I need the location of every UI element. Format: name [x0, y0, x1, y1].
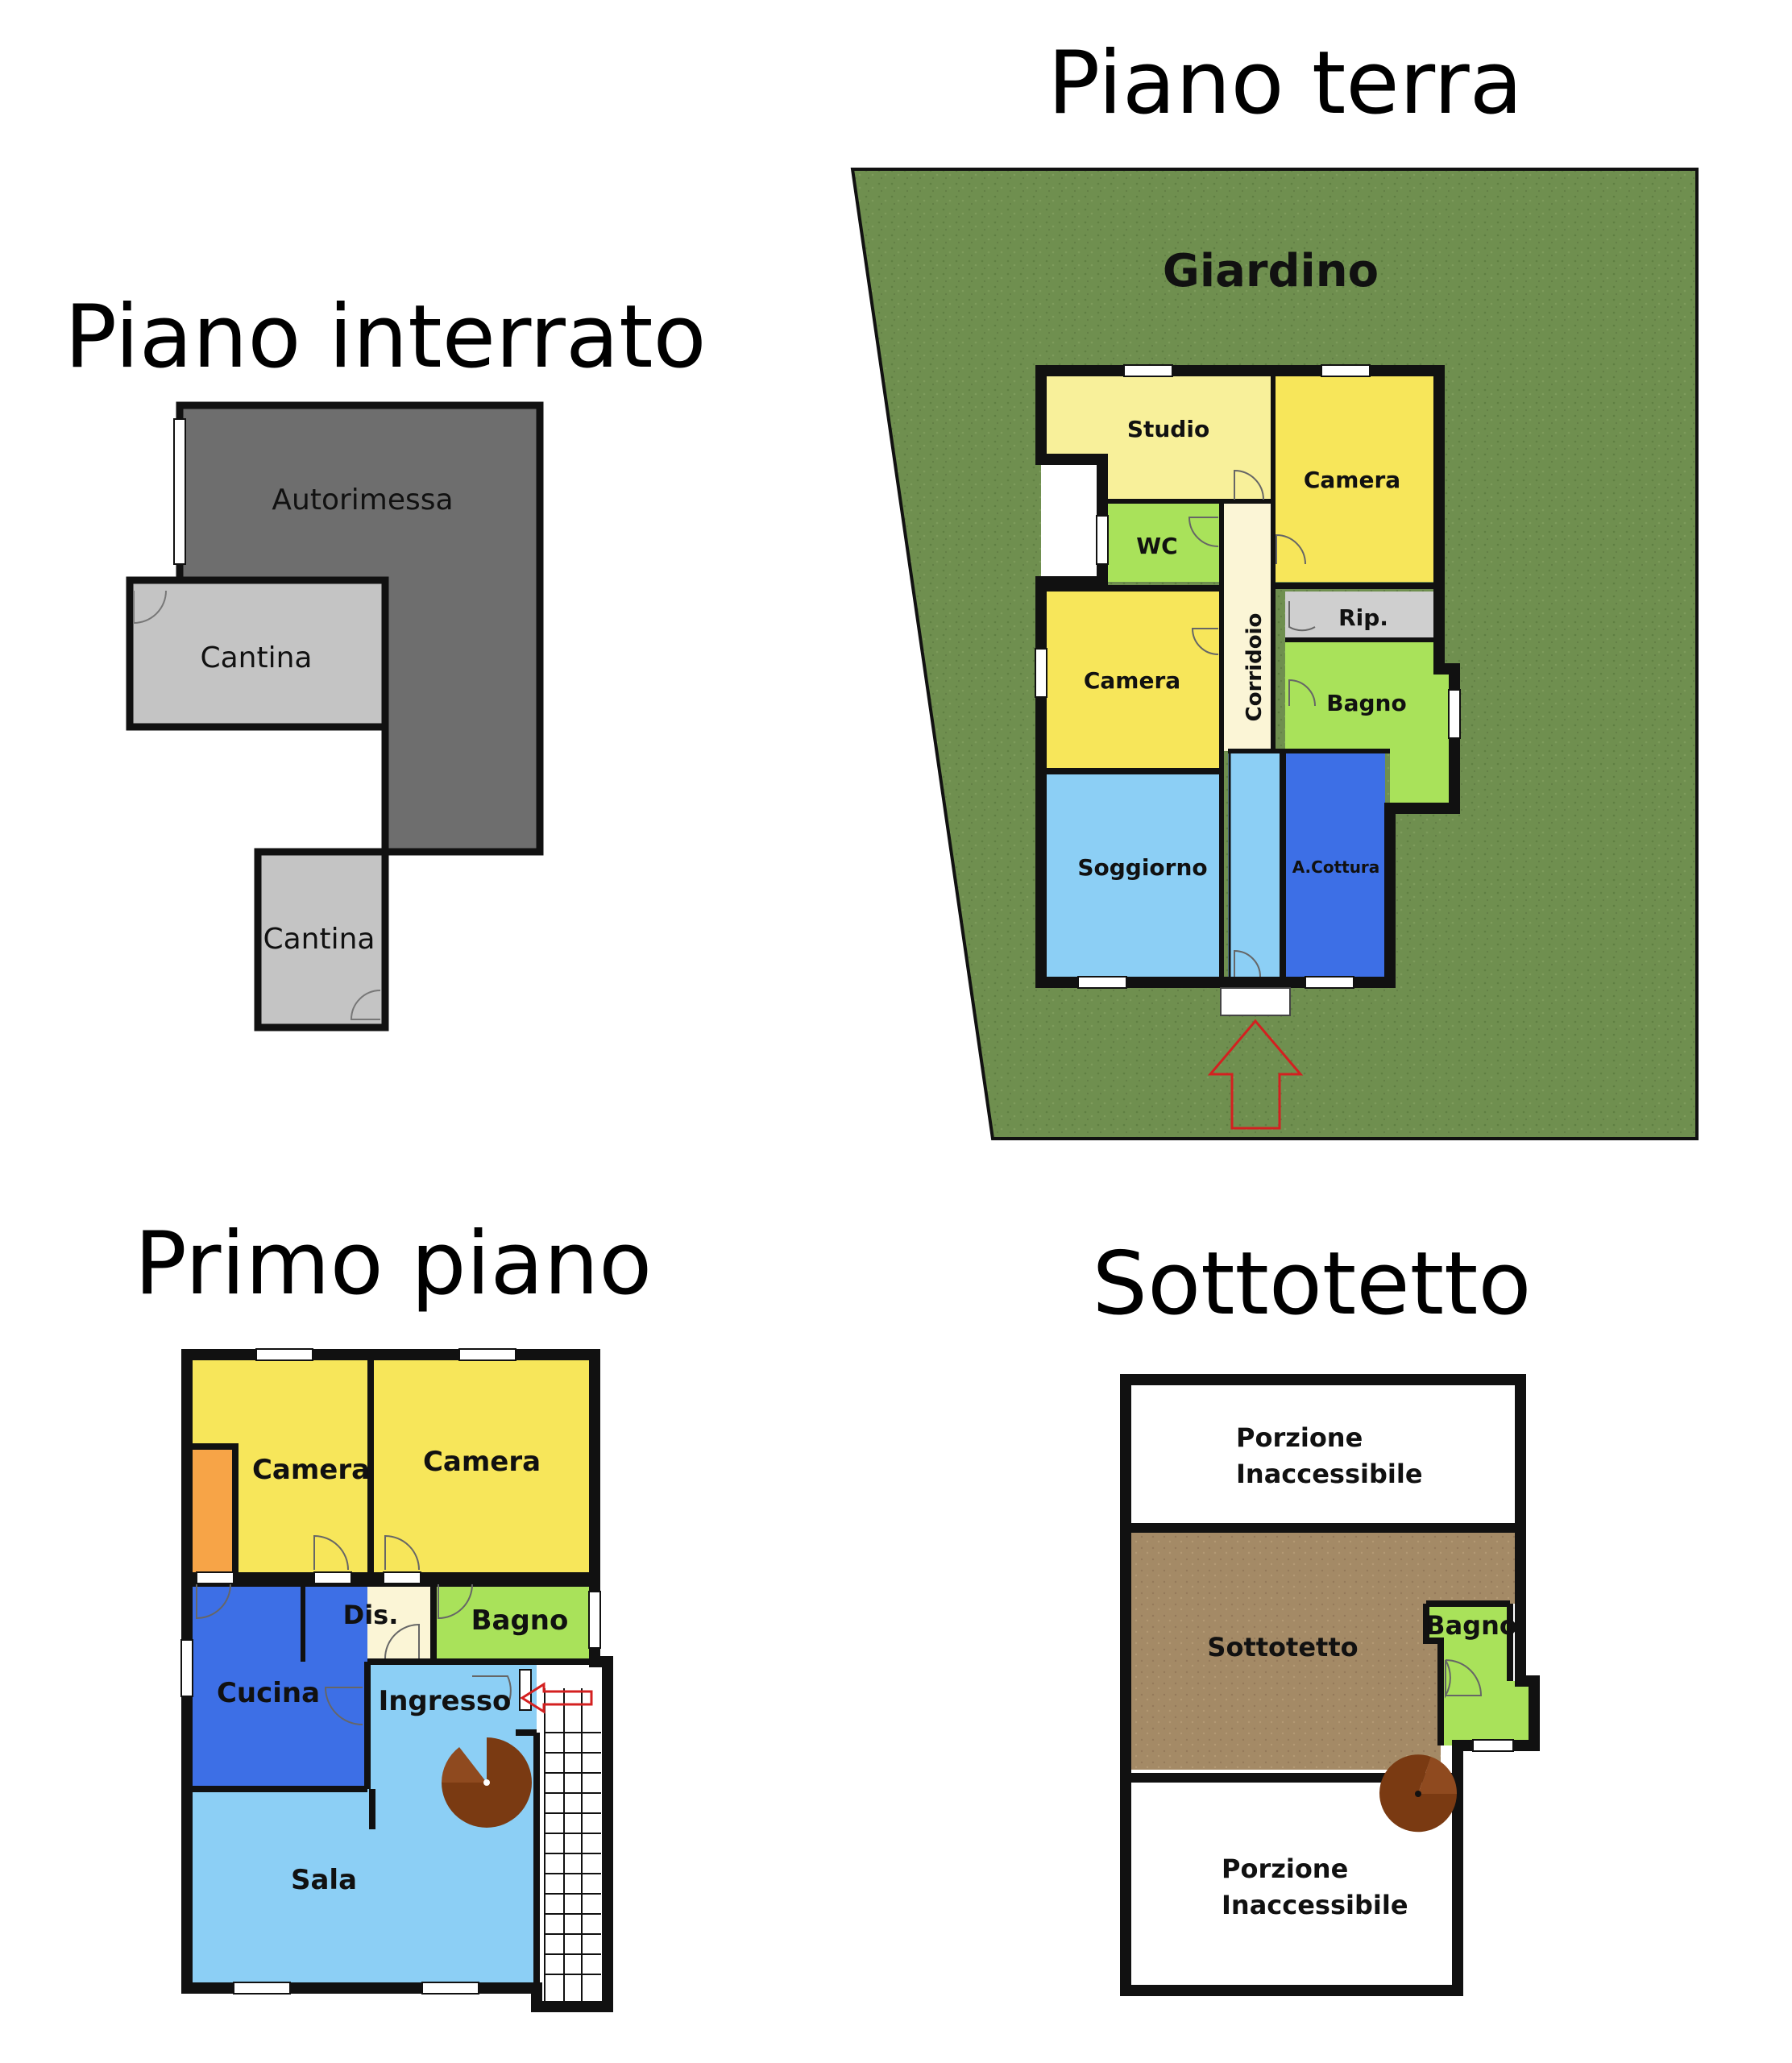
doors-terra: [1188, 469, 1316, 978]
door-arc-bagno-sottotetto: [1445, 1659, 1483, 1696]
room-label-cottura: A.Cottura: [1292, 857, 1380, 877]
room-label-sala: Sala: [291, 1864, 357, 1896]
room-label-porzione-top-1: Porzione: [1236, 1422, 1363, 1453]
windows-sottotetto: [1472, 1739, 1514, 1752]
room-soggiorno: [1041, 771, 1222, 982]
room-corridoio: [1222, 501, 1273, 751]
exterior-notch: [1041, 459, 1102, 582]
room-porzione-top: [1126, 1380, 1520, 1528]
room-cottura: [1285, 751, 1385, 982]
room-label-corridoio: Corridoio: [1242, 613, 1267, 722]
room-label-studio: Studio: [1127, 416, 1209, 442]
room-label-autorimessa: Autorimessa: [272, 484, 453, 517]
room-ingresso-terra: [1228, 751, 1280, 982]
doors-primo: [196, 1534, 512, 1725]
floor-sottotetto: Sottotetto Porzione Inaccessibile Sottot…: [1093, 1234, 1540, 1996]
room-camera-2: [1041, 588, 1222, 771]
walls-sottotetto: [1120, 1374, 1540, 1996]
room-label-soggiorno: Soggiorno: [1077, 854, 1207, 881]
door-cantina-2: [350, 990, 381, 1020]
room-label-cantina-1: Cantina: [200, 641, 312, 675]
room-label-bagno-primo: Bagno: [471, 1604, 569, 1637]
entry-step-terra: [1220, 987, 1291, 1016]
room-label-camera-1: Camera: [1304, 467, 1400, 493]
room-label-wc: WC: [1136, 533, 1177, 559]
room-label-dis: Dis.: [343, 1600, 399, 1630]
room-bagno-primo: [433, 1581, 595, 1662]
room-label-cucina: Cucina: [217, 1677, 320, 1709]
floor-terra: Piano terra Giardino: [850, 33, 1699, 1140]
room-label-giardino: Giardino: [1163, 245, 1379, 297]
room-label-cantina-2: Cantina: [263, 923, 375, 956]
room-label-sottotetto: Sottotetto: [1207, 1632, 1358, 1662]
entry-arrow-terra: [1207, 1019, 1304, 1130]
room-label-ingresso-primo: Ingresso: [379, 1685, 512, 1717]
room-label-porzione-bottom-1: Porzione: [1222, 1853, 1348, 1884]
window-autorimessa: [173, 418, 186, 565]
room-sottotetto: [1126, 1528, 1520, 1770]
room-camera-1: [1273, 371, 1439, 582]
windows-primo: [180, 1348, 601, 1995]
floor-title-terra: Piano terra: [1047, 33, 1523, 134]
door-cantina-1: [133, 590, 167, 625]
room-rip: [1285, 592, 1439, 637]
floor-title-sottotetto: Sottotetto: [1093, 1234, 1532, 1335]
floor-primo: Primo piano: [135, 1214, 653, 2012]
room-cantina-2: [254, 848, 389, 1032]
room-label-camera-2: Camera: [1084, 667, 1180, 694]
spiral-stair-primo: [442, 1737, 532, 1828]
room-cucina: [187, 1581, 367, 1789]
floor-title-interrato: Piano interrato: [64, 287, 707, 388]
floor-title-primo: Primo piano: [135, 1214, 653, 1314]
room-ripostiglio-primo: [187, 1447, 235, 1572]
room-label-bagno-sottotetto: Bagno: [1425, 1610, 1517, 1641]
windows-terra: [1035, 364, 1461, 989]
room-label-porzione-bottom-2: Inaccessibile: [1222, 1890, 1408, 1920]
room-label-bagno-terra: Bagno: [1326, 690, 1406, 716]
stair-steps-primo: [544, 1688, 601, 2003]
room-label-camera-2-primo: Camera: [423, 1446, 541, 1478]
room-label-camera-1-primo: Camera: [252, 1454, 370, 1486]
room-cantina-1: [126, 576, 389, 731]
walls-terra: [1035, 365, 1460, 988]
floor-interrato: Piano interrato Autorimessa Cantina Cant…: [64, 287, 707, 1032]
room-label-porzione-top-2: Inaccessibile: [1236, 1459, 1423, 1489]
entry-arrow-primo: [520, 1682, 593, 1714]
room-label-rip: Rip.: [1338, 604, 1388, 631]
room-bagno-terra: [1285, 642, 1454, 808]
room-camera-2-primo: [371, 1355, 595, 1572]
room-studio: [1041, 371, 1273, 501]
spiral-stair-sottotetto: [1379, 1754, 1458, 1833]
